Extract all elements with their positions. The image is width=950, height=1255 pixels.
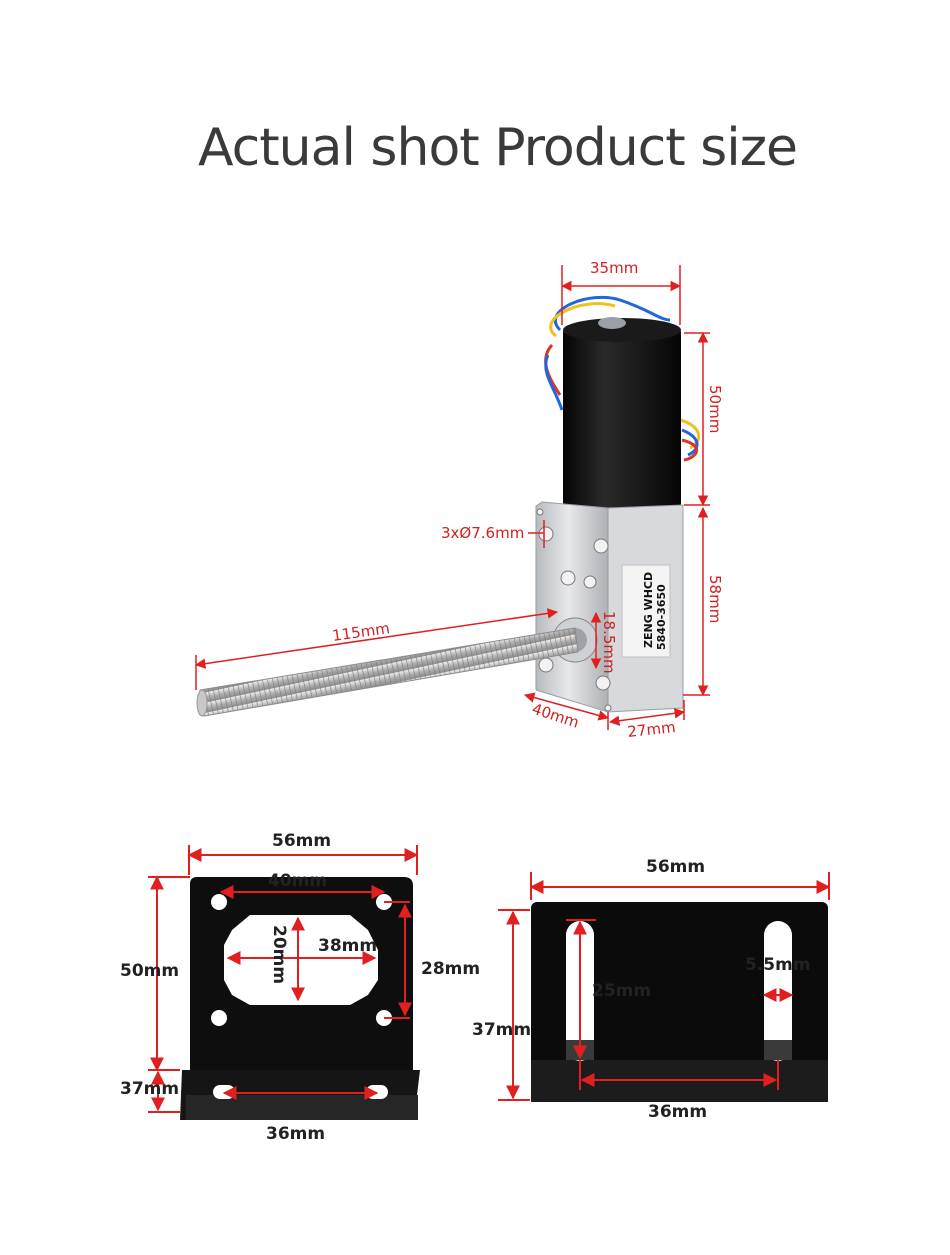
dim-mounting-holes: 3xØ7.6mm — [441, 524, 524, 542]
motor-label-line1: ZENG WHCD — [642, 572, 655, 648]
motor-wires — [544, 295, 701, 462]
dim-right-slot-width: 5.5mm — [745, 955, 811, 975]
dim-motor-width: 35mm — [590, 259, 638, 277]
dim-right-width: 56mm — [646, 857, 705, 877]
l-bracket-right — [531, 902, 828, 1102]
gearbox: ZENG WHCD 5840-3650 — [535, 501, 684, 713]
dim-gearbox-width: 27mm — [627, 718, 677, 741]
dim-right-height: 37mm — [472, 1020, 531, 1040]
l-bracket-left — [180, 877, 420, 1120]
dim-right-slot-length: 25mm — [592, 981, 651, 1001]
l-bracket-right-labels: 56mm 5.5mm 25mm 37mm 36mm — [472, 857, 811, 1122]
dim-left-foot-holes: 36mm — [266, 1124, 325, 1144]
dim-shaft-boss: 18.5mm — [600, 611, 618, 674]
motor-label-line2: 5840-3650 — [655, 584, 668, 650]
motor-dimensions — [194, 265, 710, 730]
l-bracket-right-dimensions — [498, 872, 831, 1101]
dim-motor-depth: 40mm — [530, 700, 582, 732]
l-bracket-left-dimensions — [148, 845, 419, 1113]
dim-left-height: 50mm — [120, 961, 179, 981]
dim-left-hole-spacing: 40mm — [268, 871, 327, 891]
page-title: Actual shot Product size — [197, 118, 798, 178]
l-bracket-left-labels: 56mm 40mm 20mm 38mm 50mm 28mm 37mm 36mm — [120, 831, 480, 1144]
dim-left-opening-height: 20mm — [269, 925, 289, 984]
dim-left-width: 56mm — [272, 831, 331, 851]
dim-left-foot: 37mm — [120, 1079, 179, 1099]
dim-right-slot-spacing: 36mm — [648, 1102, 707, 1122]
lead-screw — [199, 627, 579, 717]
dim-left-opening-width: 38mm — [318, 936, 377, 956]
dim-gearbox-height: 58mm — [706, 575, 724, 623]
motor-can — [563, 327, 681, 509]
dim-left-hole-vertical: 28mm — [421, 959, 480, 979]
dim-motor-height: 50mm — [706, 385, 724, 433]
dim-shaft-length: 115mm — [331, 619, 391, 645]
